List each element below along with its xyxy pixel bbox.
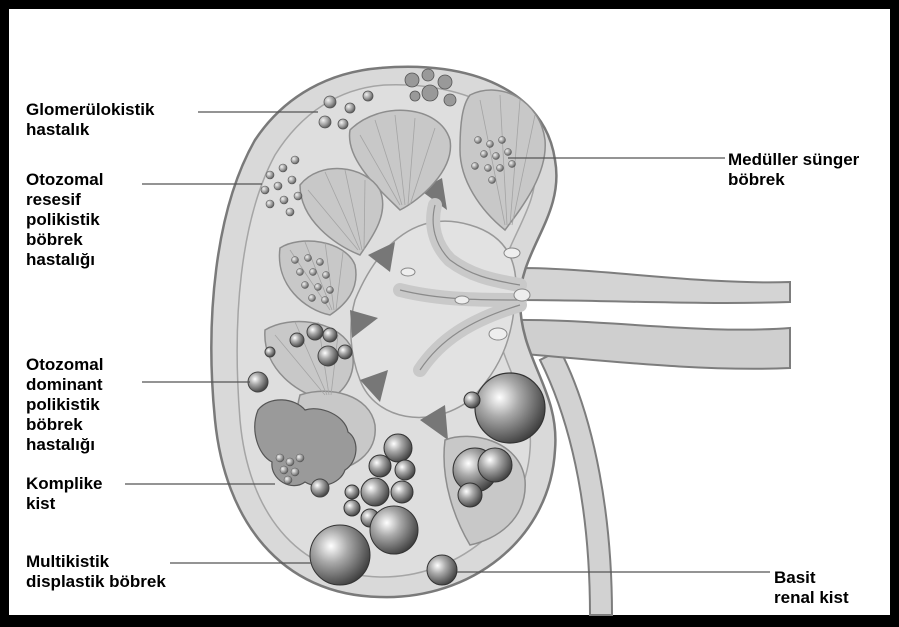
simple-cyst (427, 555, 457, 585)
label-arpkd: Otozomal resesif polikistik böbrek hasta… (26, 170, 103, 270)
renal-vessel-upper (520, 268, 790, 303)
label-adpkd: Otozomal dominant polikistik böbrek hast… (26, 355, 103, 455)
label-glomerulocystic: Glomerülokistik hastalık (26, 100, 154, 140)
label-complex-cyst: Komplike kist (26, 474, 103, 514)
label-multicystic: Multikistik displastik böbrek (26, 552, 166, 592)
large-cyst-right (475, 373, 545, 443)
label-simple-cyst: Basit renal kist (774, 568, 849, 608)
label-medullary-sponge: Medüller sünger böbrek (728, 150, 859, 190)
